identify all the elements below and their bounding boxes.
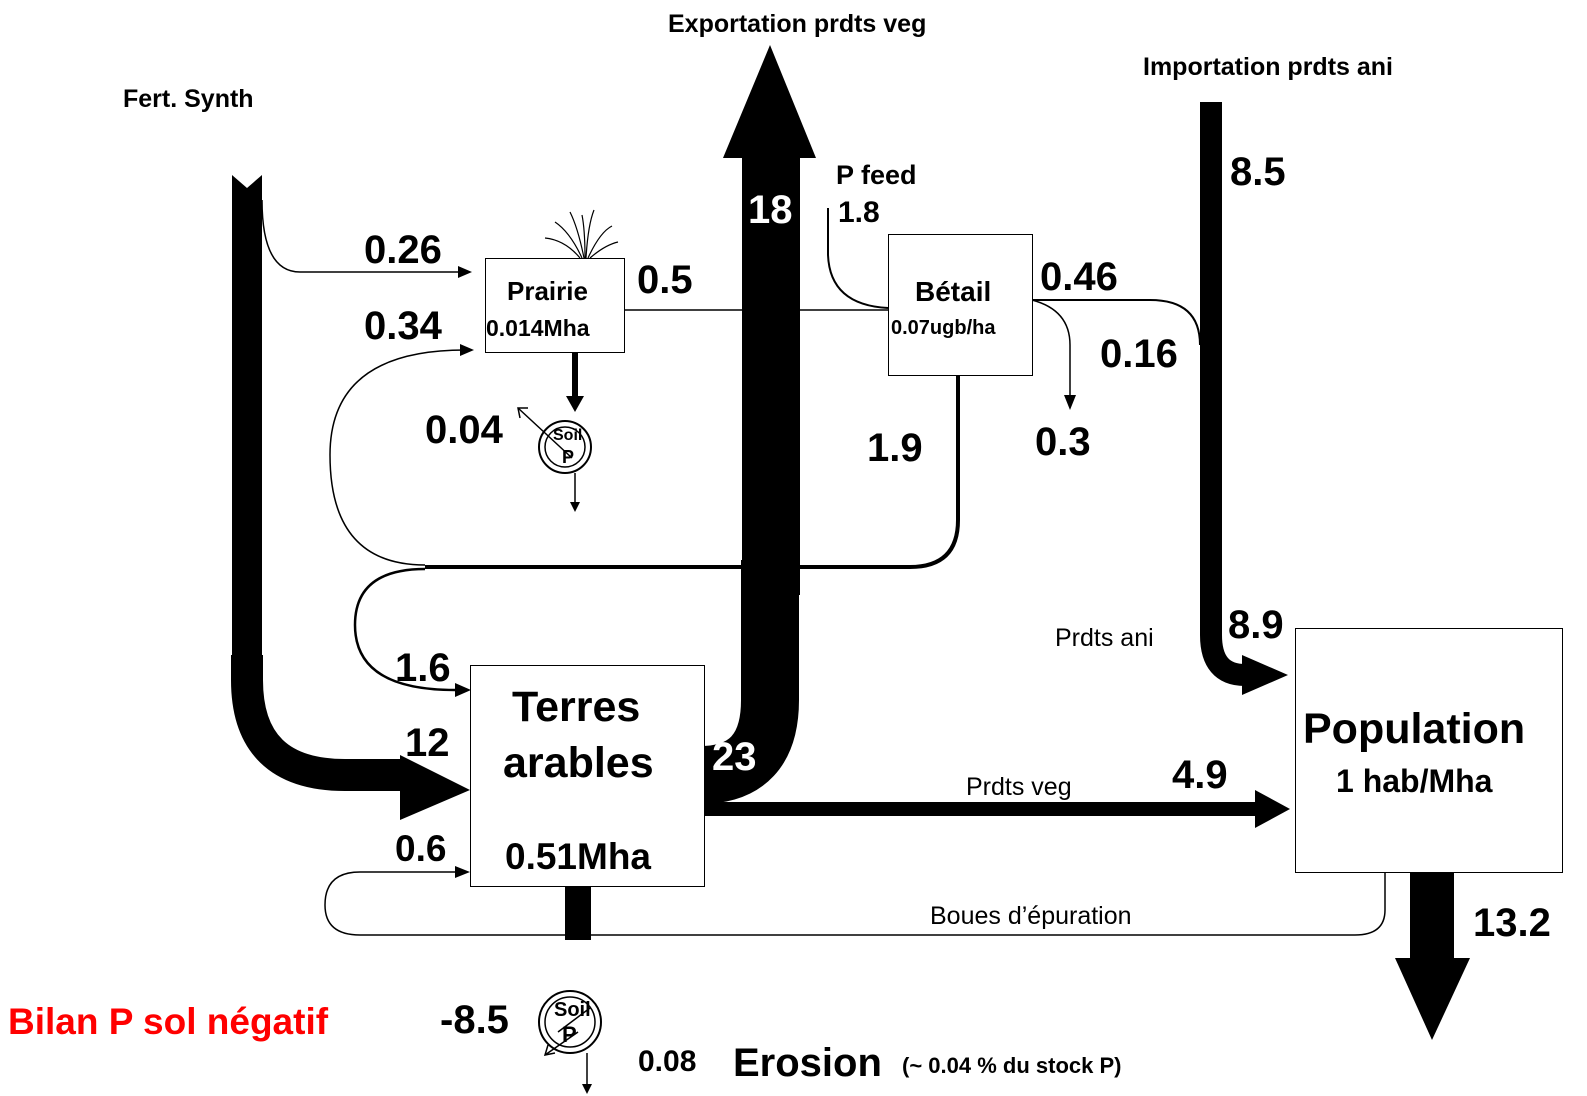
- flow-soil-balance: -8.5: [440, 1000, 509, 1040]
- prairie-soil-arrowhead: [566, 396, 584, 412]
- fert-synth-label: Fert. Synth: [123, 87, 254, 112]
- import-ani-flow: [1200, 102, 1222, 622]
- flow-export-veg: 18: [748, 190, 793, 230]
- recycle-to-prairie-arrowhead: [460, 344, 474, 356]
- erosion-note: (~ 0.04 % du stock P): [902, 1055, 1121, 1077]
- flow-betail-manure: 1.9: [867, 428, 923, 468]
- flow-prairie-to-betail: 0.5: [637, 260, 693, 300]
- flow-pop-out: 13.2: [1473, 903, 1551, 943]
- terres-area: 0.51Mha: [505, 838, 651, 875]
- flow-prdts-veg: 4.9: [1172, 755, 1228, 795]
- betail-density: 0.07ugb/ha: [891, 318, 995, 338]
- flow-recycle-to-prairie: 0.34: [364, 306, 442, 346]
- betail-name: Bétail: [915, 278, 991, 306]
- flow-import-ani: 8.5: [1230, 152, 1286, 192]
- flow-betail-to-pop: 0.16: [1100, 334, 1178, 374]
- betail-loss-arrowhead: [1064, 395, 1076, 410]
- import-ani-label: Importation prdts ani: [1143, 55, 1393, 80]
- prairie-name: Prairie: [507, 278, 588, 304]
- pop-out-arrowhead: [1395, 958, 1470, 1040]
- flow-terres-out: 23: [712, 737, 757, 777]
- flow-prdts-ani-total: 8.9: [1228, 605, 1284, 645]
- flow-manure-to-terres: 1.6: [395, 648, 451, 688]
- flow-p-feed: 1.8: [838, 198, 880, 228]
- prairie-soil-pool-icon: [518, 408, 591, 512]
- sludge-arrowhead: [455, 866, 470, 878]
- flow-betail-out: 0.46: [1040, 257, 1118, 297]
- flow-fert-to-terres: 12: [405, 723, 450, 763]
- prdts-veg-arrowhead: [1255, 790, 1290, 828]
- prdts-veg-flow: [705, 802, 1255, 816]
- erosion-title: Erosion: [733, 1043, 882, 1083]
- pop-out-flow: [1410, 872, 1454, 962]
- p-feed-label: P feed: [836, 162, 917, 189]
- import-to-pop-arrowhead: [1242, 655, 1288, 695]
- terres-line1: Terres: [512, 686, 640, 729]
- manure-flow: [425, 375, 958, 567]
- terres-line2: arables: [503, 742, 654, 785]
- recycle-to-prairie-flow: [330, 350, 465, 565]
- prairie-soil-label-2: P: [562, 448, 574, 466]
- population-name: Population: [1303, 708, 1525, 751]
- fert-to-prairie-arrowhead: [458, 266, 472, 278]
- flow-sludge: 0.6: [395, 830, 446, 867]
- boues-label: Boues d’épuration: [930, 904, 1132, 929]
- grass-icon: [545, 210, 618, 258]
- prairie-soil-label-1: Soil: [553, 428, 582, 444]
- prdts-ani-label: Prdts ani: [1055, 626, 1154, 651]
- bilan-label: Bilan P sol négatif: [8, 1003, 328, 1040]
- manure-to-terres-arrowhead: [455, 683, 471, 697]
- terres-soil-label-2: P: [562, 1024, 577, 1046]
- terres-soil-label-1: Soil: [554, 1000, 591, 1020]
- flow-erosion: 0.08: [638, 1047, 696, 1077]
- fert-synth-flow: [232, 175, 262, 660]
- flow-betail-loss: 0.3: [1035, 422, 1091, 462]
- export-veg-arrowhead: [723, 45, 816, 158]
- fert-to-terres-flow: [247, 655, 405, 775]
- prdts-veg-label: Prdts veg: [966, 775, 1072, 800]
- prairie-area: 0.014Mha: [486, 317, 590, 340]
- flow-fert-to-prairie: 0.26: [364, 230, 442, 270]
- flow-prairie-soil: 0.04: [425, 410, 503, 450]
- betail-loss-flow: [1032, 300, 1070, 398]
- population-density: 1 hab/Mha: [1336, 765, 1492, 797]
- export-veg-label: Exportation prdts veg: [668, 12, 926, 37]
